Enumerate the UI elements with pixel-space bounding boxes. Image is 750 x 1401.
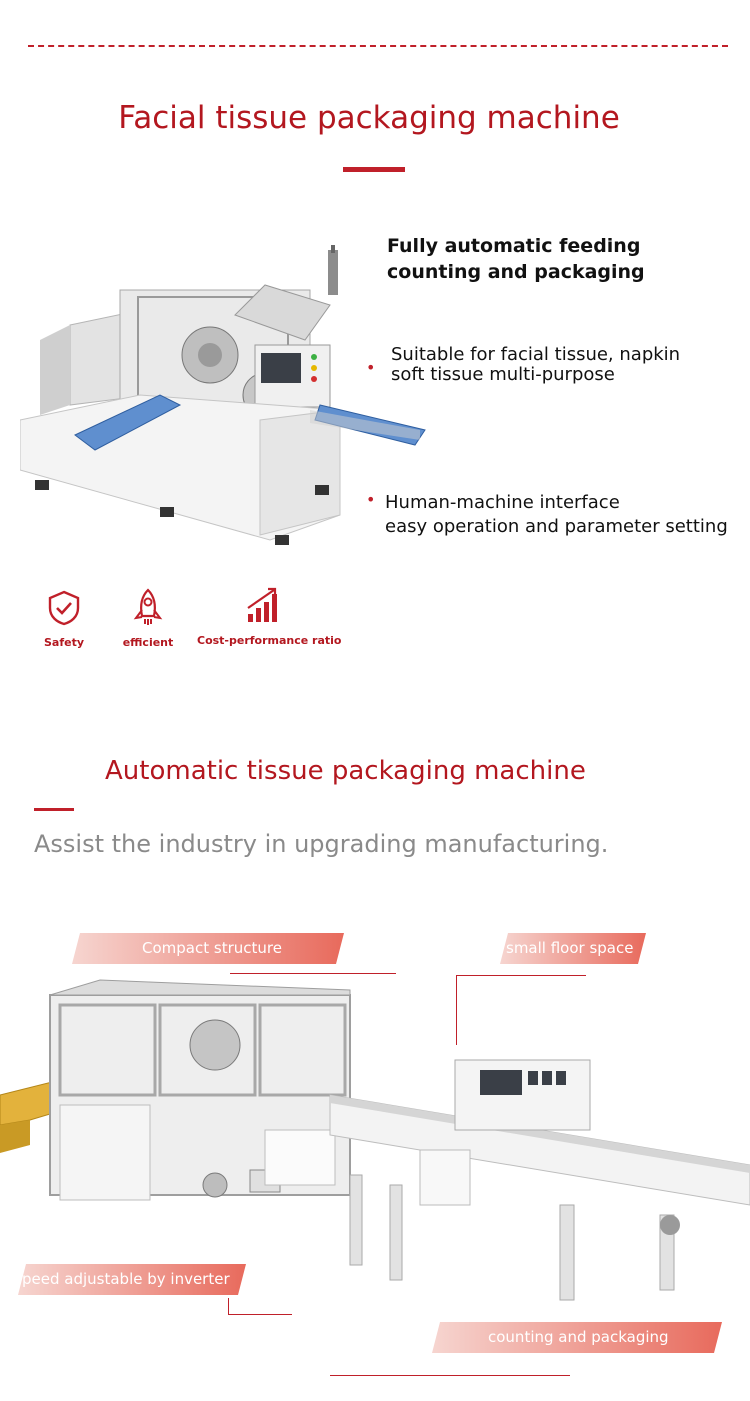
badge-efficient-label: efficient: [122, 636, 174, 649]
rocket-icon: [133, 588, 163, 625]
callout-leader: [330, 1375, 570, 1376]
dashed-divider: [28, 45, 728, 47]
section2-title: Automatic tissue packaging machine: [105, 756, 586, 786]
tag-small-floor-space-text: small floor space: [506, 939, 634, 957]
callout-leader: [456, 975, 457, 1045]
callout-leader: [456, 975, 586, 976]
feature-main-line2: counting and packaging: [387, 261, 645, 283]
tag-speed-adjustable-text: peed adjustable by inverter: [22, 1270, 230, 1288]
feature-main: Fully automatic feeding counting and pac…: [387, 233, 645, 285]
badge-efficient: efficient: [120, 588, 176, 649]
tag-counting-packaging-text: counting and packaging: [488, 1328, 669, 1346]
tag-compact-structure: Compact structure: [72, 933, 344, 964]
badge-cost-performance-label: Cost-performance ratio: [197, 634, 342, 647]
feature-bullet: •: [366, 490, 376, 509]
feature-multi-purpose-line1: Suitable for facial tissue, napkin: [391, 344, 681, 365]
title-underline: [343, 167, 405, 172]
badge-safety-label: Safety: [43, 636, 85, 649]
automatic-tissue-machine-image: [0, 979, 750, 1301]
badge-cost-performance: Cost-performance ratio: [197, 586, 342, 647]
feature-main-line1: Fully automatic feeding: [387, 235, 641, 257]
tag-small-floor-space: small floor space: [500, 933, 646, 964]
tag-speed-adjustable: peed adjustable by inverter: [18, 1264, 246, 1295]
facial-tissue-machine-image: [20, 245, 426, 545]
feature-hmi-line2: easy operation and parameter setting: [385, 516, 728, 537]
feature-hmi-line1: Human-machine interface: [385, 492, 620, 513]
tag-counting-packaging: counting and packaging: [432, 1322, 722, 1353]
title-underline: [34, 808, 74, 811]
callout-leader: [230, 973, 396, 974]
section2-subtitle: Assist the industry in upgrading manufac…: [34, 830, 609, 858]
section1-title: Facial tissue packaging machine: [118, 100, 620, 136]
feature-multi-purpose: Suitable for facial tissue, napkin soft …: [391, 345, 680, 385]
shield-check-icon: [48, 590, 80, 626]
feature-multi-purpose-line2: soft tissue multi-purpose: [391, 364, 615, 385]
rising-bars-icon: [247, 587, 277, 622]
tag-compact-structure-text: Compact structure: [142, 939, 282, 957]
feature-bullet: •: [366, 358, 376, 377]
callout-leader: [228, 1298, 229, 1314]
feature-hmi: Human-machine interface easy operation a…: [385, 491, 728, 539]
badge-safety: Safety: [40, 590, 88, 649]
callout-leader: [228, 1314, 292, 1315]
